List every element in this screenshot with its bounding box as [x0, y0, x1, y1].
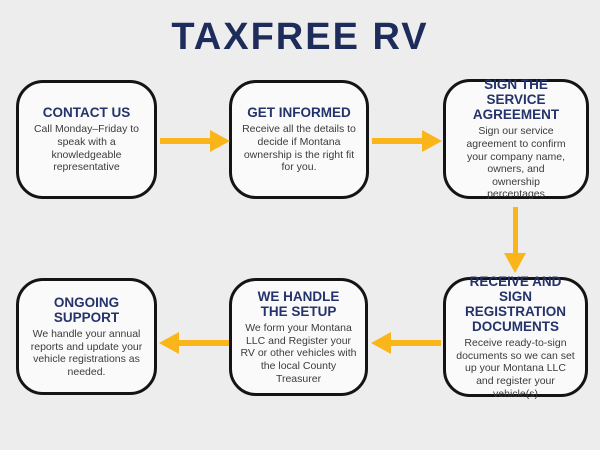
arrow-head [159, 332, 179, 354]
box-body-contact-us: Call Monday–Friday to speak with a knowl… [33, 123, 140, 174]
box-heading-contact-us: CONTACT US [42, 105, 131, 121]
arrow-shaft [513, 207, 518, 255]
page-title: TAXFREE RV [171, 16, 429, 58]
arrow-head [371, 332, 391, 354]
arrow-head [210, 130, 230, 152]
flow-box-sign-service-agreement: SIGN THE SERVICE AGREEMENT Sign our serv… [443, 77, 589, 201]
flow-box-get-informed: GET INFORMED Receive all the details to … [229, 80, 369, 199]
box-heading-get-informed: GET INFORMED [247, 105, 351, 121]
box-body-we-handle-the-setup: We form your Montana LLC and Register yo… [240, 322, 357, 385]
box-body-get-informed: Receive all the details to decide if Mon… [242, 123, 356, 174]
box-heading-sign-service-agreement: SIGN THE SERVICE AGREEMENT [472, 77, 560, 123]
arrow-head [504, 253, 526, 273]
arrow-shaft [389, 340, 441, 346]
flow-box-ongoing-support: ONGOING SUPPORT We handle your annual re… [16, 278, 157, 395]
arrow-head [422, 130, 442, 152]
box-body-sign-service-agreement: Sign our service agreement to confirm yo… [466, 125, 566, 201]
flow-box-contact-us: CONTACT US Call Monday–Friday to speak w… [16, 80, 157, 199]
arrow-right-icon [372, 130, 442, 152]
arrow-down-icon [504, 207, 526, 273]
arrow-shaft [372, 138, 424, 144]
arrow-right-icon [160, 130, 230, 152]
arrow-shaft [177, 340, 229, 346]
flow-box-receive-sign-registration-documents: RECEIVE AND SIGN REGISTRATION DOCUMENTS … [443, 273, 588, 400]
box-body-receive-sign-registration-documents: Receive ready-to-sign documents so we ca… [456, 337, 575, 400]
arrow-shaft [160, 138, 212, 144]
box-body-ongoing-support: We handle your annual reports and update… [30, 327, 143, 378]
arrow-left-icon [159, 332, 229, 354]
box-heading-we-handle-the-setup: WE HANDLE THE SETUP [257, 288, 340, 320]
box-heading-ongoing-support: ONGOING SUPPORT [53, 294, 120, 325]
box-heading-receive-sign-registration-documents: RECEIVE AND SIGN REGISTRATION DOCUMENTS [465, 273, 566, 335]
flow-box-we-handle-the-setup: WE HANDLE THE SETUP We form your Montana… [229, 278, 368, 396]
arrow-left-icon [371, 332, 441, 354]
